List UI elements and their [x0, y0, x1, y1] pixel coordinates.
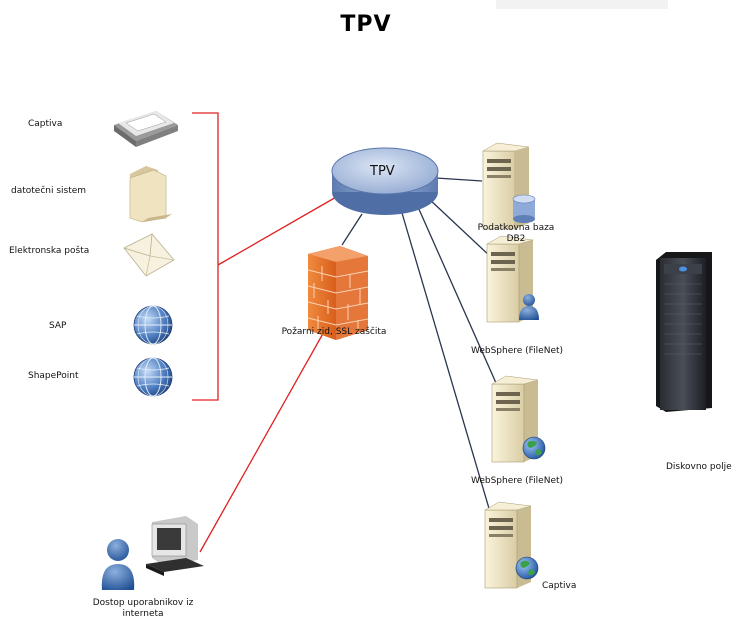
source-label-shapepoint: ShapePoint [28, 371, 79, 381]
websphere2-label: WebSphere (FileNet) [470, 476, 564, 486]
link-hub-firewall [341, 213, 363, 246]
diagram-title: TPV [340, 12, 392, 37]
client-label-line1: Dostop uporabnikov iz [92, 598, 194, 608]
client-label-line2: interneta [122, 609, 164, 619]
firewall-icon [307, 246, 369, 340]
firewall-label: Požarni zid, SSL zaščita [281, 327, 387, 337]
user-server-icon [486, 235, 539, 323]
globe-icon-shapepoint [133, 357, 173, 397]
websphere1-label: WebSphere (FileNet) [470, 346, 564, 356]
link-hub-captiva [401, 212, 494, 523]
envelope-icon [123, 233, 175, 277]
source-bracket [192, 112, 219, 401]
link-client-firewall [199, 329, 326, 553]
link-bracket-hub [217, 195, 339, 266]
storage-label: Diskovno polje [666, 462, 732, 472]
link-hub-db [435, 177, 483, 182]
disk-array-icon [656, 252, 712, 412]
header-strip [496, 0, 668, 9]
user-computer-icon [101, 516, 204, 590]
connection-lines [192, 112, 501, 553]
source-label-email: Elektronska pošta [9, 246, 90, 256]
globe-icon-sap [133, 305, 173, 345]
tpv-hub [331, 147, 439, 215]
link-hub-websphere2 [417, 206, 501, 393]
web-server-icon-captiva [484, 501, 539, 589]
folder-icon [129, 166, 172, 223]
captiva-server-label: Captiva [542, 581, 577, 591]
scanner-icon [114, 111, 178, 147]
source-label-captiva: Captiva [28, 119, 63, 129]
database-server-icon [482, 142, 536, 230]
db-label-line2: DB2 [506, 234, 526, 244]
source-label-sap: SAP [49, 321, 67, 331]
link-hub-websphere1 [427, 197, 493, 259]
web-server-icon [491, 375, 546, 463]
source-label-filesystem: datotečni sistem [11, 186, 87, 196]
hub-label: TPV [370, 164, 395, 179]
db-label-line1: Podatkovna baza [477, 223, 555, 233]
